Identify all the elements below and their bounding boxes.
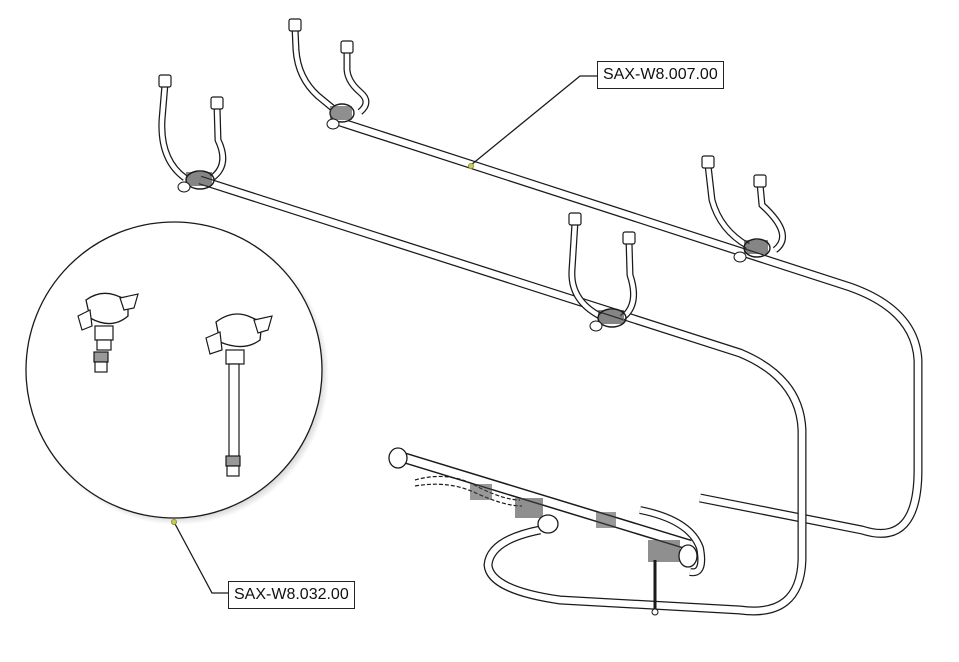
leader-line-top (470, 75, 597, 166)
part-callout-bottom: SAX-W8.032.00 (228, 581, 355, 609)
manifold-riser-4 (568, 212, 638, 332)
leader-line-bottom (173, 521, 228, 594)
detail-inset (25, 221, 329, 525)
manifold-riser-2 (158, 74, 227, 193)
manifold-riser-1 (288, 18, 370, 130)
valve-assembly (388, 447, 706, 616)
long-clamp-part (205, 313, 273, 477)
leader-dot-top (467, 162, 474, 169)
leader-dot-bottom (170, 519, 177, 526)
leader-lines (173, 75, 597, 594)
lower-pipe (198, 175, 807, 616)
manifold-riser-3 (701, 155, 787, 263)
part-callout-top: SAX-W8.007.00 (597, 61, 724, 89)
short-clamp-part (77, 292, 139, 373)
upper-pipe (338, 117, 923, 538)
